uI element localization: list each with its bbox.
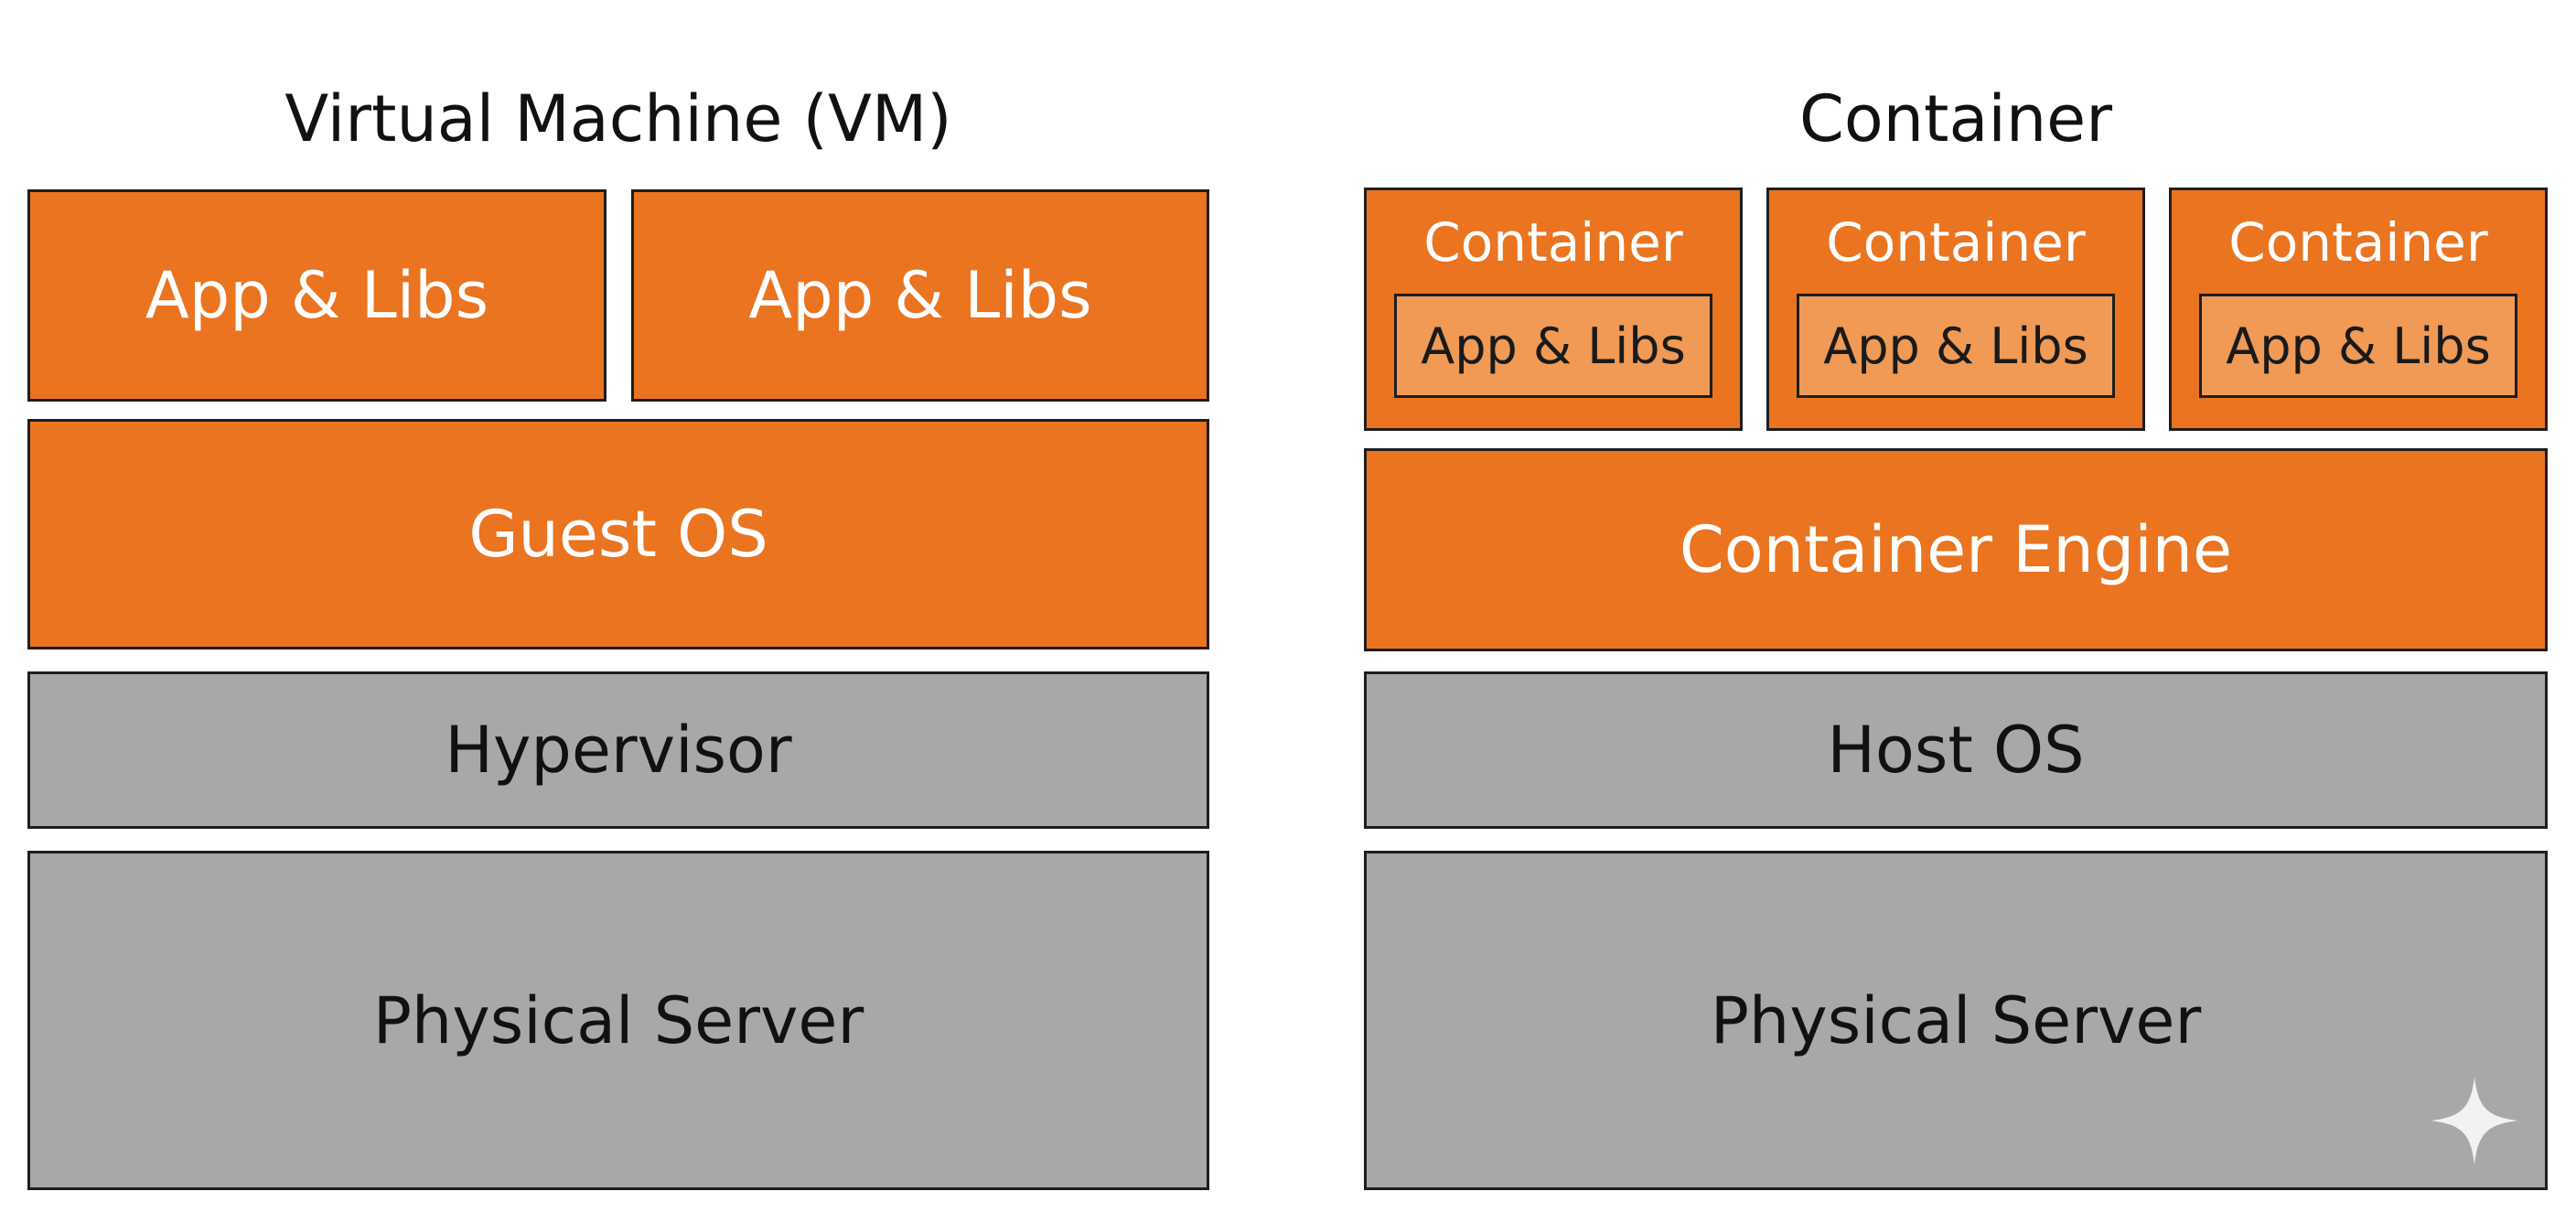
container-label: Container <box>1826 211 2086 274</box>
container-app-libs: App & Libs <box>1394 294 1712 398</box>
container-title: Container <box>1798 81 2113 156</box>
container-app-libs: App & Libs <box>2199 294 2517 398</box>
container-app-libs: App & Libs <box>1797 294 2115 398</box>
vm-hypervisor: Hypervisor <box>27 671 1209 829</box>
vm-title: Virtual Machine (VM) <box>284 81 952 156</box>
container-box-1: Container App & Libs <box>1364 188 1743 431</box>
vm-guest-os: Guest OS <box>27 419 1209 649</box>
vm-app-libs-1: App & Libs <box>27 189 606 402</box>
vm-physical-server: Physical Server <box>27 851 1209 1190</box>
container-label: Container <box>2228 211 2488 274</box>
container-physical-server: Physical Server <box>1364 851 2548 1190</box>
container-box-2: Container App & Libs <box>1766 188 2145 431</box>
vm-app-libs-2: App & Libs <box>631 189 1209 402</box>
container-engine: Container Engine <box>1364 448 2548 651</box>
host-os: Host OS <box>1364 671 2548 829</box>
container-box-3: Container App & Libs <box>2169 188 2548 431</box>
sparkle-icon <box>2431 1077 2518 1165</box>
container-label: Container <box>1423 211 1683 274</box>
